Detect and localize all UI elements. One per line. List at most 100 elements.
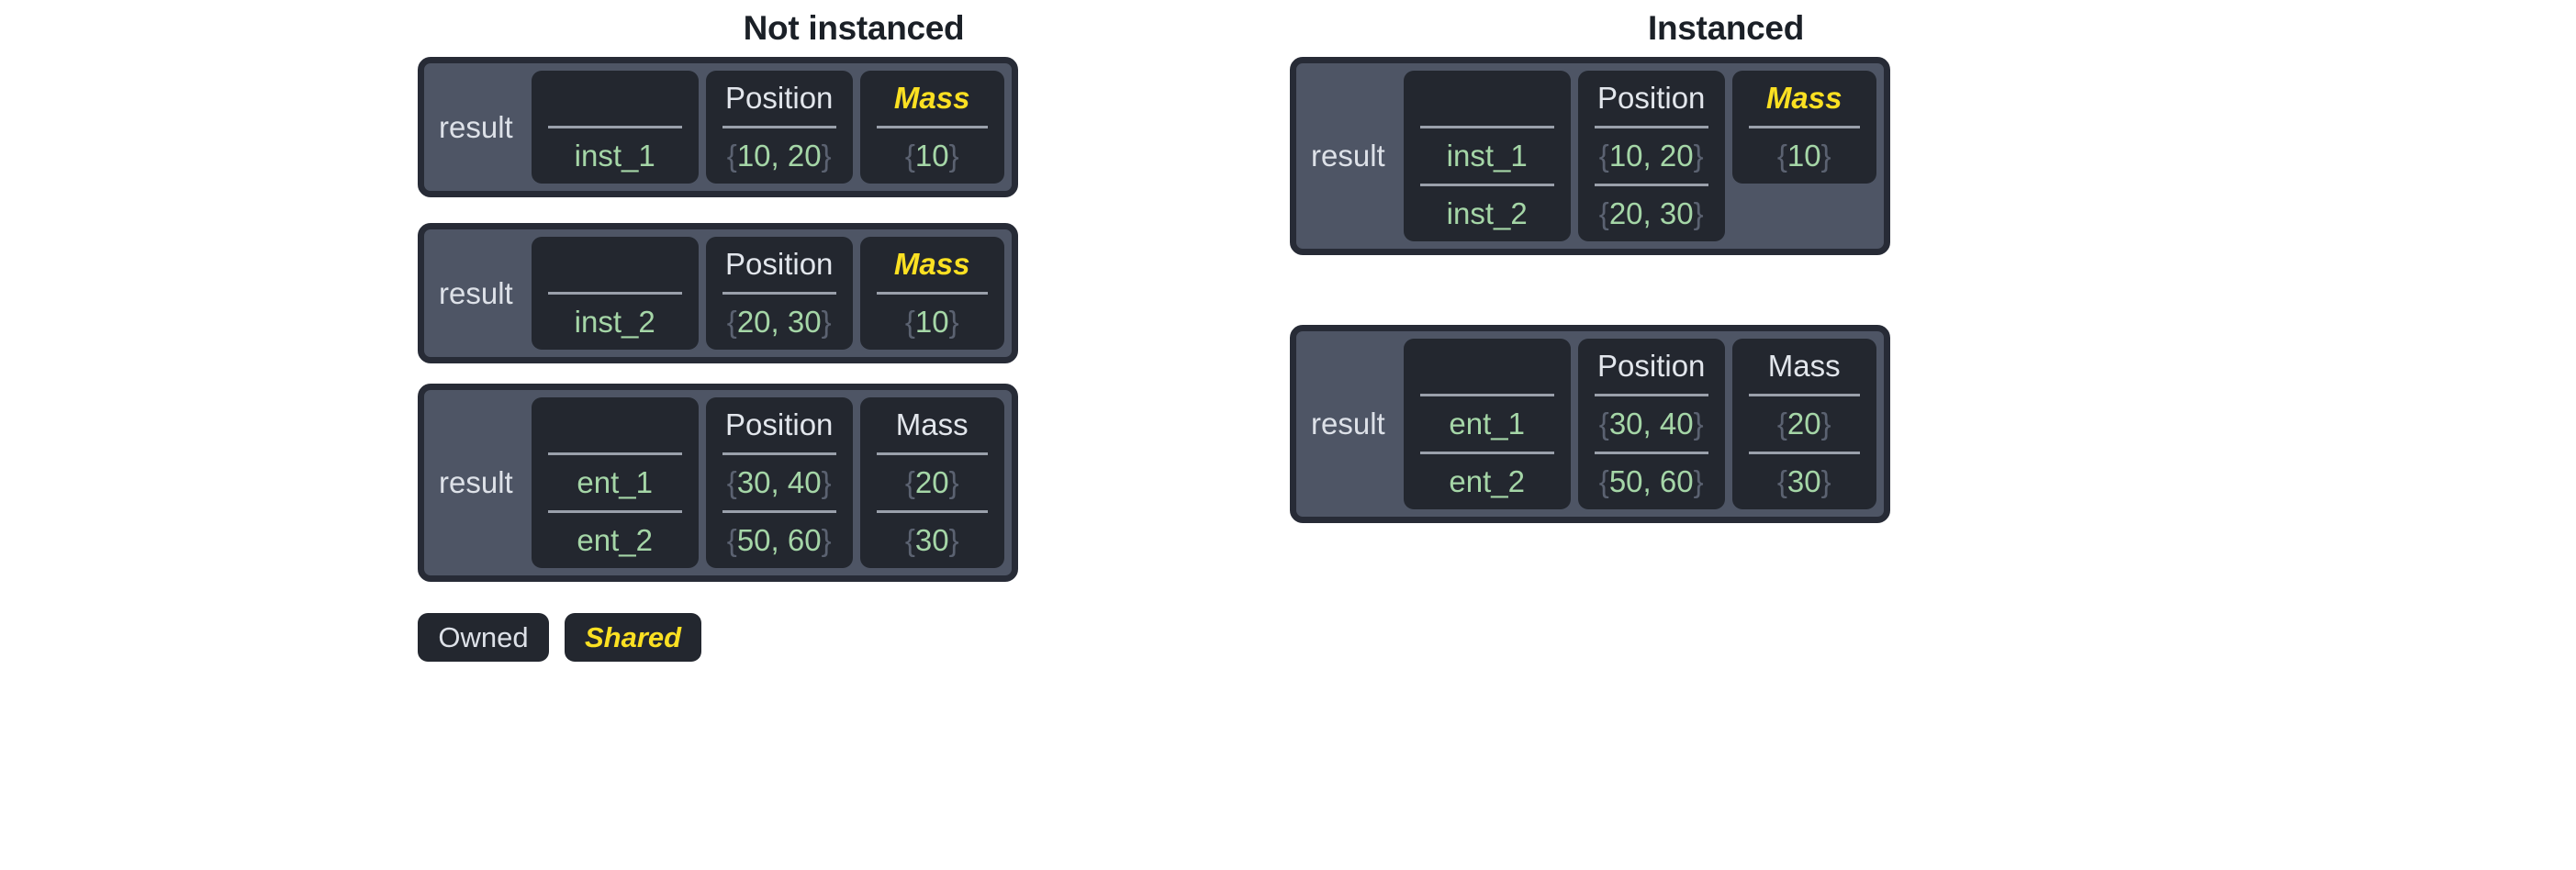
table-cell: {20} <box>904 465 959 499</box>
row-separator <box>876 510 988 513</box>
table-column-name: ent_1 ent_2 <box>1403 339 1571 509</box>
table-cell: ent_2 <box>1449 464 1525 498</box>
brace: } <box>948 139 959 173</box>
column-header: Position <box>725 407 834 441</box>
brace: { <box>1776 139 1787 173</box>
table-cell: {20, 30} <box>726 305 832 339</box>
column-title-instanced: Instanced <box>1647 9 1804 47</box>
table-column-mass: Mass{20}{30} <box>1731 339 1876 509</box>
table-cell: inst_2 <box>574 305 655 339</box>
brace: } <box>1693 196 1704 230</box>
column-header: Position <box>1597 349 1706 383</box>
brace: { <box>1598 464 1609 498</box>
row-separator <box>1594 126 1708 128</box>
column-header: Position <box>1597 81 1706 115</box>
column-header: Mass <box>893 247 970 281</box>
brace: } <box>821 139 832 173</box>
table-column-position: Position {30, 40} {50, 60} <box>1577 339 1725 509</box>
column-header: Position <box>725 247 834 281</box>
result-panel: result inst_2 Position {20, 30} Mass {10} <box>418 223 1018 363</box>
table-cell: inst_2 <box>1446 196 1528 230</box>
row-separator <box>1748 126 1860 128</box>
column-header: Position <box>725 81 834 115</box>
table-cell: {10} <box>904 305 959 339</box>
row-separator <box>1748 452 1860 454</box>
row-separator <box>722 292 836 295</box>
table-cell: {30} <box>904 523 959 557</box>
table-cell: {30, 40} <box>1598 407 1704 441</box>
brace: } <box>821 465 832 499</box>
brace: } <box>821 305 832 339</box>
brace: { <box>726 465 737 499</box>
row-separator <box>1748 394 1860 396</box>
brace: } <box>1693 407 1704 441</box>
table-cell: {50, 60} <box>726 523 832 557</box>
brace: } <box>948 465 959 499</box>
column-header: Mass <box>1765 81 1842 115</box>
column-header: Mass <box>1767 349 1841 383</box>
table-cell: {20} <box>1776 407 1831 441</box>
panel-label-result: result <box>1311 407 1385 441</box>
table-column-mass: Mass{20}{30} <box>859 397 1004 568</box>
brace: { <box>1598 139 1609 173</box>
row-separator <box>722 452 836 455</box>
row-separator <box>1419 452 1554 454</box>
table-column-position: Position{10, 20} <box>705 71 853 184</box>
panel-label-result: result <box>439 275 513 310</box>
brace: } <box>1693 464 1704 498</box>
row-separator <box>722 126 836 128</box>
row-separator <box>1594 394 1708 396</box>
panel-label-result: result <box>439 465 513 499</box>
row-separator <box>1419 394 1554 396</box>
table-cell: {20, 30} <box>1598 196 1704 230</box>
column-header: Mass <box>893 81 970 115</box>
table-column-name: inst_1 inst_2 <box>1403 71 1571 241</box>
brace: { <box>1598 196 1609 230</box>
column-group: inst_2 Position {20, 30} Mass {10} <box>531 229 1012 357</box>
row-separator <box>1594 184 1708 186</box>
row-separator <box>876 292 988 295</box>
table-column-name: inst_1 <box>531 71 699 184</box>
table-cell: {50, 60} <box>1598 464 1704 498</box>
table-cell: ent_1 <box>577 465 653 499</box>
row-separator <box>547 510 682 513</box>
table-cell: inst_1 <box>1446 139 1528 173</box>
table-column-position: Position {20, 30} <box>705 237 853 350</box>
table-cell: {10} <box>1776 139 1831 173</box>
legend-chip-shared: Shared <box>565 613 702 662</box>
table-column-mass: Mass {10} <box>859 237 1004 350</box>
row-separator <box>547 452 682 455</box>
row-separator <box>1419 126 1554 128</box>
brace: { <box>726 305 737 339</box>
brace: { <box>726 139 737 173</box>
brace: } <box>1693 139 1704 173</box>
brace: { <box>726 523 737 557</box>
row-separator <box>722 510 836 513</box>
column-header <box>544 237 686 292</box>
column-header <box>544 397 686 452</box>
row-separator <box>876 126 988 128</box>
table-cell: {30, 40} <box>726 465 832 499</box>
column-title-not-instanced: Not instanced <box>743 9 965 47</box>
table-cell: inst_1 <box>574 139 655 173</box>
brace: { <box>1598 407 1609 441</box>
brace: { <box>1776 407 1787 441</box>
brace: } <box>821 523 832 557</box>
brace: { <box>1776 464 1787 498</box>
row-separator <box>876 452 988 455</box>
panel-label-result: result <box>439 109 513 144</box>
table-cell: ent_1 <box>1449 407 1525 441</box>
brace: } <box>948 305 959 339</box>
brace: { <box>904 523 915 557</box>
brace: { <box>904 139 915 173</box>
